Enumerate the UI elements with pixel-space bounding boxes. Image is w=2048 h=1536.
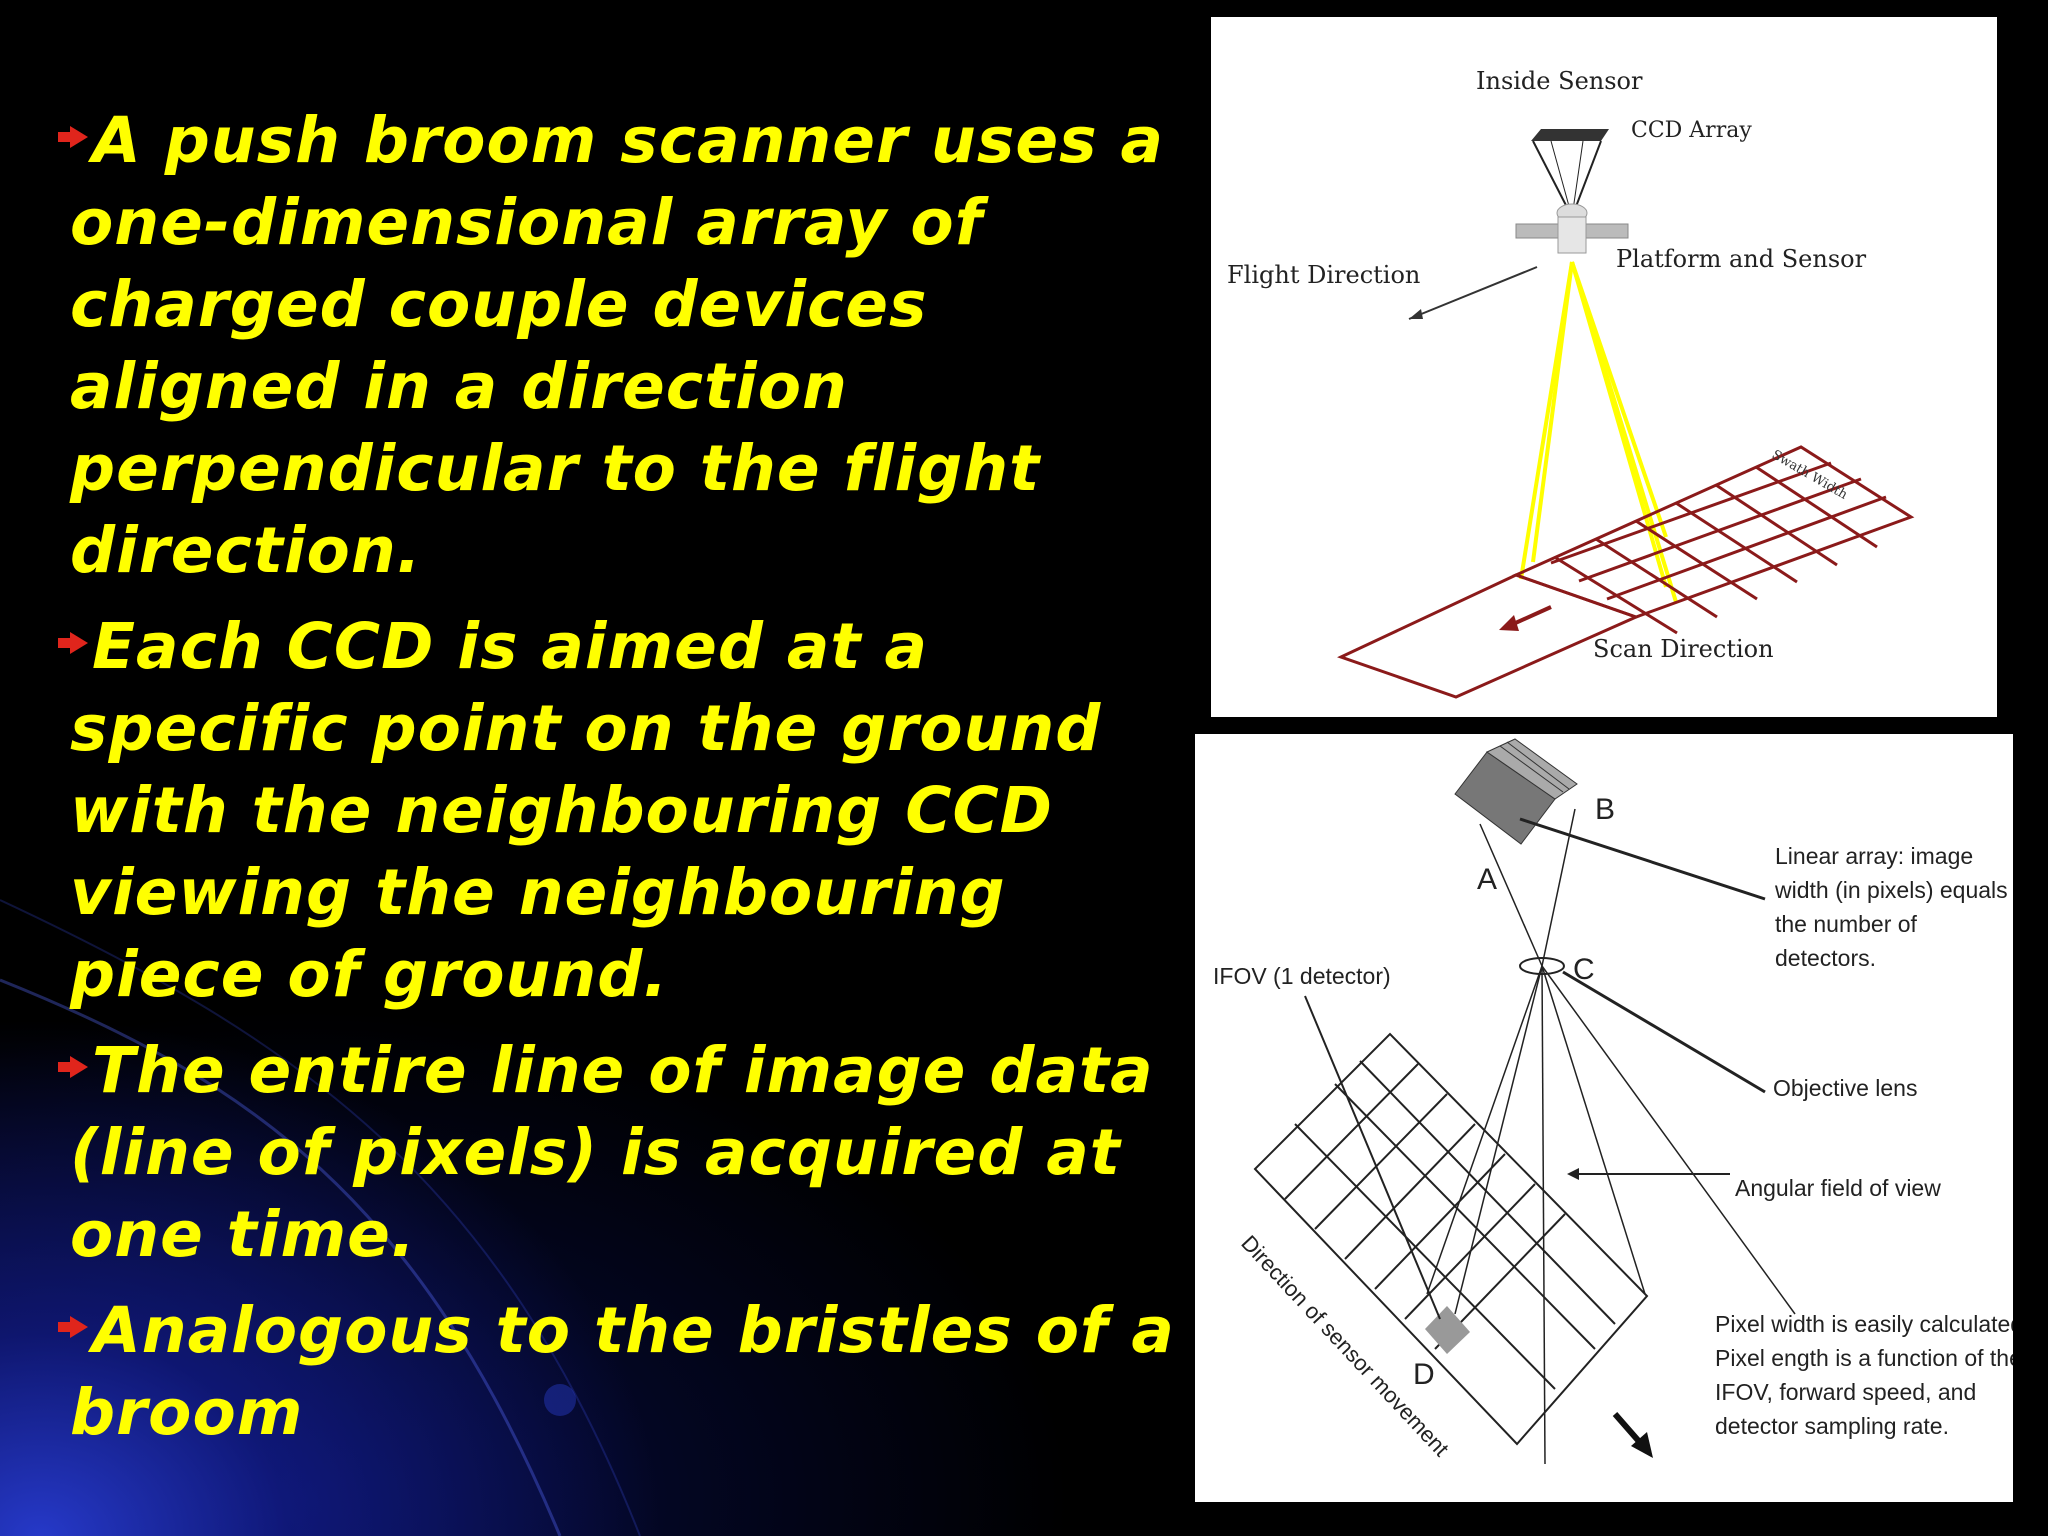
scan-direction-label: Scan Direction xyxy=(1593,635,1774,663)
objective-lens-label: Objective lens xyxy=(1773,1075,1917,1101)
pixel-text-4: detector sampling rate. xyxy=(1715,1413,1949,1439)
background-swirl xyxy=(0,899,641,1536)
bullet-list: A push broom scanner uses a one-dimensio… xyxy=(58,100,1180,1468)
pushbroom-diagram: Inside Sensor CCD Array Platform and Sen… xyxy=(1211,17,1997,717)
optics-lines xyxy=(1426,808,1796,1465)
pixel-text-2: Pixel ength is a function of the xyxy=(1715,1345,2013,1371)
linear-array-text-1: Linear array: image xyxy=(1775,843,1973,869)
bullet-text: A push broom scanner uses a one-dimensio… xyxy=(70,104,1165,587)
platform-sensor-label: Platform and Sensor xyxy=(1616,245,1867,273)
scan-direction-arrow-icon xyxy=(1499,605,1552,631)
bullet-item: Analogous to the bristles of a broom xyxy=(58,1290,1180,1454)
ifov-label: IFOV (1 detector) xyxy=(1213,963,1391,989)
movement-arrow-icon xyxy=(1612,1412,1653,1458)
linear-array-text-4: detectors. xyxy=(1775,945,1876,971)
scan-grid xyxy=(1337,445,1915,699)
swath-width-label: Swath Width xyxy=(1769,447,1850,503)
pixel-d xyxy=(1425,1306,1470,1354)
bullet-item: The entire line of image data (line of p… xyxy=(58,1030,1180,1276)
label-b: B xyxy=(1595,793,1615,826)
label-c: C xyxy=(1573,953,1595,986)
ground-grid xyxy=(1253,1032,1649,1446)
label-a: A xyxy=(1477,863,1497,896)
bullet-item: Each CCD is aimed at a specific point on… xyxy=(58,606,1180,1016)
linear-array-diagram: A B C D IFOV (1 detecto xyxy=(1195,734,2029,1502)
sensor-beam xyxy=(1519,261,1678,603)
ccd-array-label: CCD Array xyxy=(1631,118,1752,143)
bullet-arrow-icon xyxy=(58,1055,88,1078)
pixel-text-1: Pixel width is easily calculated. xyxy=(1715,1311,2013,1337)
flight-direction-label: Flight Direction xyxy=(1227,261,1420,289)
bullet-arrow-icon xyxy=(58,1315,88,1338)
bullet-item: A push broom scanner uses a one-dimensio… xyxy=(58,100,1180,592)
bullet-text: The entire line of image data (line of p… xyxy=(70,1034,1154,1271)
ifov-pointer xyxy=(1304,995,1441,1320)
linear-array-text-2: width (in pixels) equals xyxy=(1774,877,2008,903)
pixel-text-3: IFOV, forward speed, and xyxy=(1715,1379,1976,1405)
bullet-arrow-icon xyxy=(58,125,88,148)
angular-fov-arrow-icon xyxy=(1567,1168,1730,1180)
linear-array-icon xyxy=(1454,738,1578,845)
angular-fov-label: Angular field of view xyxy=(1735,1175,1941,1201)
linear-array-pointer xyxy=(1519,817,1766,901)
linear-array-text-3: the number of xyxy=(1775,911,1918,937)
bullet-text: Analogous to the bristles of a broom xyxy=(70,1294,1175,1449)
bullet-arrow-icon xyxy=(58,631,88,654)
flight-direction-arrow-icon xyxy=(1408,266,1538,320)
bullet-text: Each CCD is aimed at a specific point on… xyxy=(70,610,1102,1011)
objective-lens-pointer xyxy=(1562,970,1766,1094)
satellite-icon xyxy=(1515,203,1629,254)
label-d: D xyxy=(1413,1358,1435,1391)
inside-sensor-label: Inside Sensor xyxy=(1476,67,1643,95)
